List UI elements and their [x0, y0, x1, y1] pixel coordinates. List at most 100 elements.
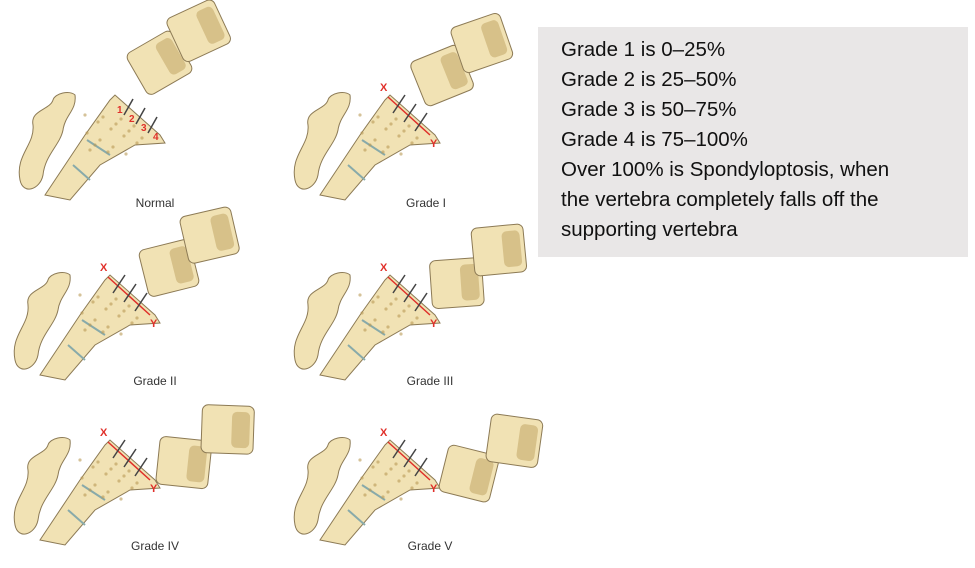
vertebra-body [470, 223, 528, 277]
panel-label-grade-2: Grade II [133, 374, 177, 388]
vertebra-l5 [429, 257, 485, 309]
disc-line [347, 164, 366, 181]
bone-texture [109, 127, 113, 131]
bone-texture [101, 330, 105, 334]
bone-texture [397, 479, 401, 483]
measure-line [403, 448, 417, 468]
vertebra-l4 [485, 413, 544, 468]
disc-line [72, 164, 91, 181]
panel-label-grade-5: Grade V [407, 539, 453, 553]
bone-texture [371, 120, 375, 124]
vertebra-shade [459, 263, 480, 301]
vertebra-body [485, 413, 544, 468]
bone-texture [104, 472, 108, 476]
bone-texture [381, 150, 385, 154]
disc-line [361, 139, 386, 156]
bone-texture [124, 152, 128, 156]
marker-x: X [380, 262, 388, 274]
vertebra-shade [155, 38, 186, 75]
bone-texture [368, 488, 372, 492]
marker-x: X [100, 262, 108, 274]
measure-line [134, 292, 148, 312]
bone-texture [104, 307, 108, 311]
vertebra-body [200, 404, 255, 455]
disc-line [67, 509, 86, 526]
bone-texture [127, 304, 131, 308]
posterior-element [293, 437, 351, 535]
measure-marker: 4 [153, 132, 159, 143]
vertebra-body [438, 444, 500, 503]
bone-texture [106, 490, 110, 494]
bone-texture [397, 314, 401, 318]
disc-line [347, 344, 366, 361]
info-line: Grade 1 is 0–25% [561, 38, 726, 61]
vertebra-body [166, 0, 231, 63]
vertebra-l4 [166, 0, 231, 63]
measure-line [403, 283, 417, 303]
bone-texture [386, 490, 390, 494]
measure-line [414, 112, 428, 132]
bone-texture [402, 309, 406, 313]
sacrum [44, 94, 166, 201]
bone-texture [358, 293, 362, 297]
bone-texture [415, 316, 419, 320]
vertebra-body [429, 257, 485, 309]
bone-texture [83, 113, 87, 117]
measure-line [147, 116, 158, 134]
bone-texture [93, 483, 97, 487]
disc-line [81, 484, 106, 501]
measure-line [107, 441, 151, 481]
marker-y: Y [430, 483, 438, 495]
bone-texture [85, 131, 89, 135]
bone-texture [399, 332, 403, 336]
bone-texture [98, 138, 102, 142]
vertebra-shade [210, 213, 235, 251]
bone-texture [358, 458, 362, 462]
disc-line [361, 484, 386, 501]
bone-texture [88, 148, 92, 152]
bone-texture [114, 462, 118, 466]
vertebra-l4 [179, 206, 240, 264]
bone-texture [96, 460, 100, 464]
marker-y: Y [430, 318, 438, 330]
bone-texture [119, 117, 123, 121]
bone-texture [358, 113, 362, 117]
info-line: Grade 2 is 25–50% [561, 68, 737, 91]
bone-texture [394, 462, 398, 466]
info-line: the vertebra completely falls off the [561, 188, 879, 211]
spine-panel: XY [293, 223, 528, 381]
measure-line [123, 98, 134, 116]
info-line: Over 100% is Spondyloptosis, when [561, 158, 890, 181]
vertebra-shade [186, 445, 208, 483]
bone-texture [402, 129, 406, 133]
bone-texture [135, 141, 139, 145]
vertebra-l4 [200, 404, 255, 455]
bone-texture [384, 307, 388, 311]
vertebra-shade [231, 411, 251, 449]
bone-texture [394, 297, 398, 301]
bone-texture [101, 115, 105, 119]
bone-texture [373, 138, 377, 142]
bone-texture [88, 488, 92, 492]
bone-texture [381, 330, 385, 334]
vertebra-shade [469, 458, 494, 496]
bone-texture [389, 122, 393, 126]
measure-line [392, 94, 406, 114]
bone-texture [363, 148, 367, 152]
measure-line [414, 457, 428, 477]
disc-line [361, 319, 386, 336]
bone-texture [386, 325, 390, 329]
bone-texture [376, 460, 380, 464]
spine-panel: XY [293, 12, 514, 201]
measure-line [112, 439, 126, 459]
bone-texture [80, 311, 84, 315]
bone-texture [83, 493, 87, 497]
measure-line [387, 96, 431, 136]
bone-texture [373, 483, 377, 487]
sacrum [39, 274, 161, 381]
bone-texture [368, 143, 372, 147]
marker-y: Y [150, 318, 158, 330]
grading-info-box: Grade 1 is 0–25% Grade 2 is 25–50% Grade… [538, 27, 968, 257]
